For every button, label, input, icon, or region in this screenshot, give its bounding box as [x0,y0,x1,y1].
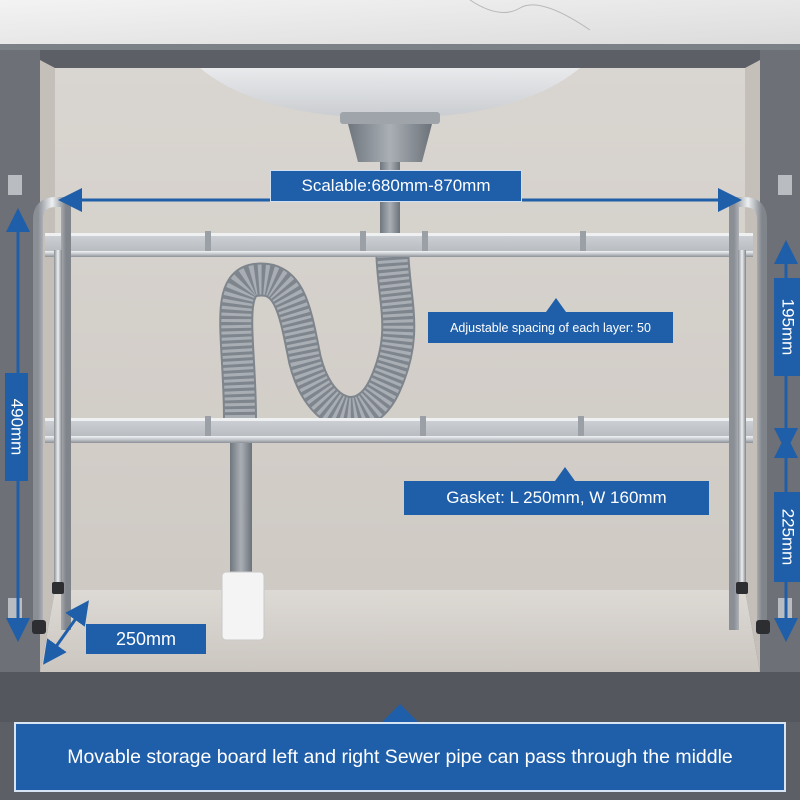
sink-basin [200,68,580,118]
layer-spacing-label: Adjustable spacing of each layer: 50 [428,312,673,343]
hinge-icon [778,175,792,195]
depth-label: 250mm [86,624,206,654]
foot-cap [52,582,64,594]
upper-gap-text: 195mm [778,298,797,356]
hinge-icon [8,175,22,195]
sewer-pipe [230,420,252,580]
lower-gap-text: 225mm [778,508,797,566]
gasket-size-label: Gasket: L 250mm, W 160mm [404,481,709,515]
total-height-text: 490mm [7,398,27,456]
foot-cap [756,620,770,634]
lower-shelf [45,418,753,436]
caption-text: Movable storage board left and right Sew… [67,745,733,768]
caption-banner: Movable storage board left and right Sew… [14,722,786,792]
foot-cap [736,582,748,594]
depth-arrow [43,600,89,665]
width-range-label: Scalable:680mm-870mm [270,170,522,202]
drain-strainer [340,112,440,124]
upper-gap-label: 195mm [774,278,800,376]
cabinet-floor [40,590,760,672]
caption-pointer [382,704,418,722]
lower-gap-label: 225mm [774,492,800,582]
right-frame-post [729,197,767,630]
foot-cap [32,620,46,634]
countertop [0,0,800,44]
upper-shelf [45,233,753,251]
left-frame-post [33,197,71,630]
hinge-icon [8,598,22,618]
total-height-label: 490mm [5,373,28,481]
gasket-pointer [555,467,575,481]
spacing-pointer [546,298,566,312]
floor-socket [221,571,265,641]
